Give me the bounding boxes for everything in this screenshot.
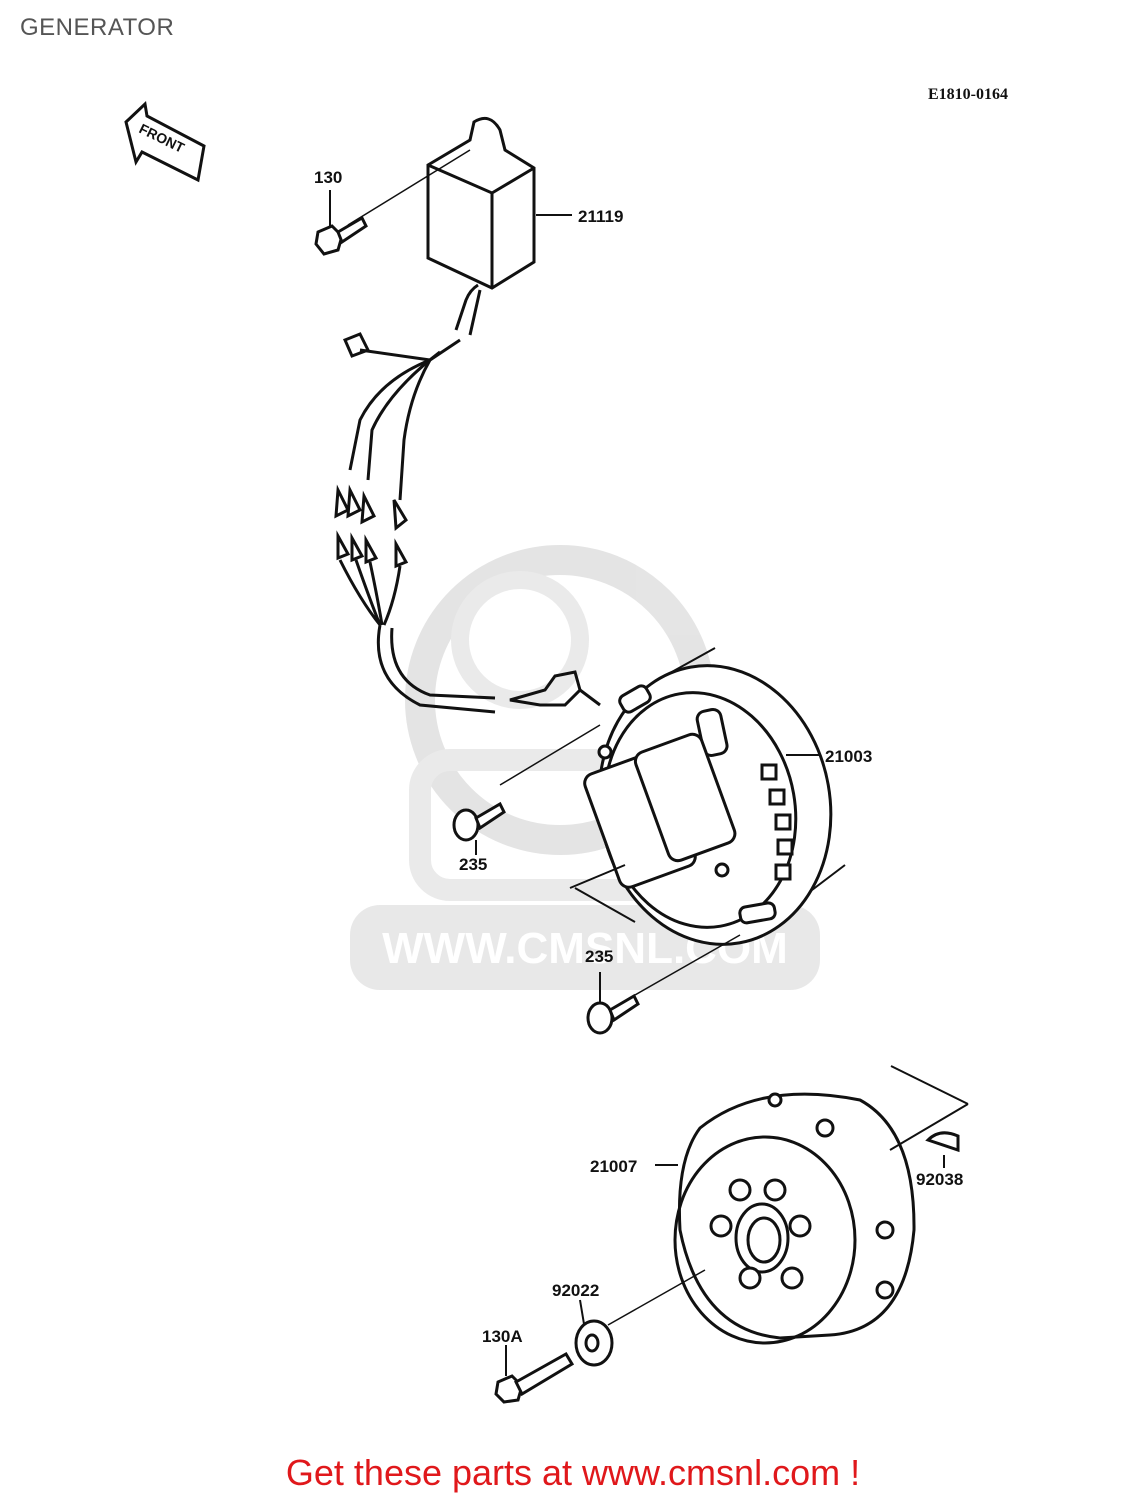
label-130a: 130A: [482, 1327, 523, 1346]
label-235-lower: 235: [585, 947, 613, 966]
label-21119: 21119: [578, 207, 623, 226]
bolt-130: [314, 215, 368, 256]
front-arrow-icon: FRONT: [124, 100, 206, 183]
page-title: GENERATOR: [20, 14, 175, 41]
label-92022: 92022: [552, 1281, 599, 1300]
stator-plate: [583, 664, 833, 946]
bolt-130a: [494, 1351, 575, 1404]
label-21003: 21003: [825, 747, 872, 766]
label-21007: 21007: [590, 1157, 637, 1176]
label-235-upper: 235: [459, 855, 487, 874]
wire-harness: [334, 332, 601, 714]
flywheel-rotor: [673, 1092, 916, 1345]
screw-235-lower: [586, 993, 640, 1035]
screw-235-upper: [452, 801, 506, 842]
footer-link[interactable]: Get these parts at www.cmsnl.com !: [285, 1452, 861, 1493]
washer-92022: [574, 1319, 614, 1367]
diagram-code: E1810-0164: [928, 86, 1008, 103]
label-92038: 92038: [916, 1170, 963, 1189]
cdi-unit: [426, 116, 536, 336]
label-130: 130: [314, 168, 342, 187]
key-92038: [925, 1131, 960, 1153]
